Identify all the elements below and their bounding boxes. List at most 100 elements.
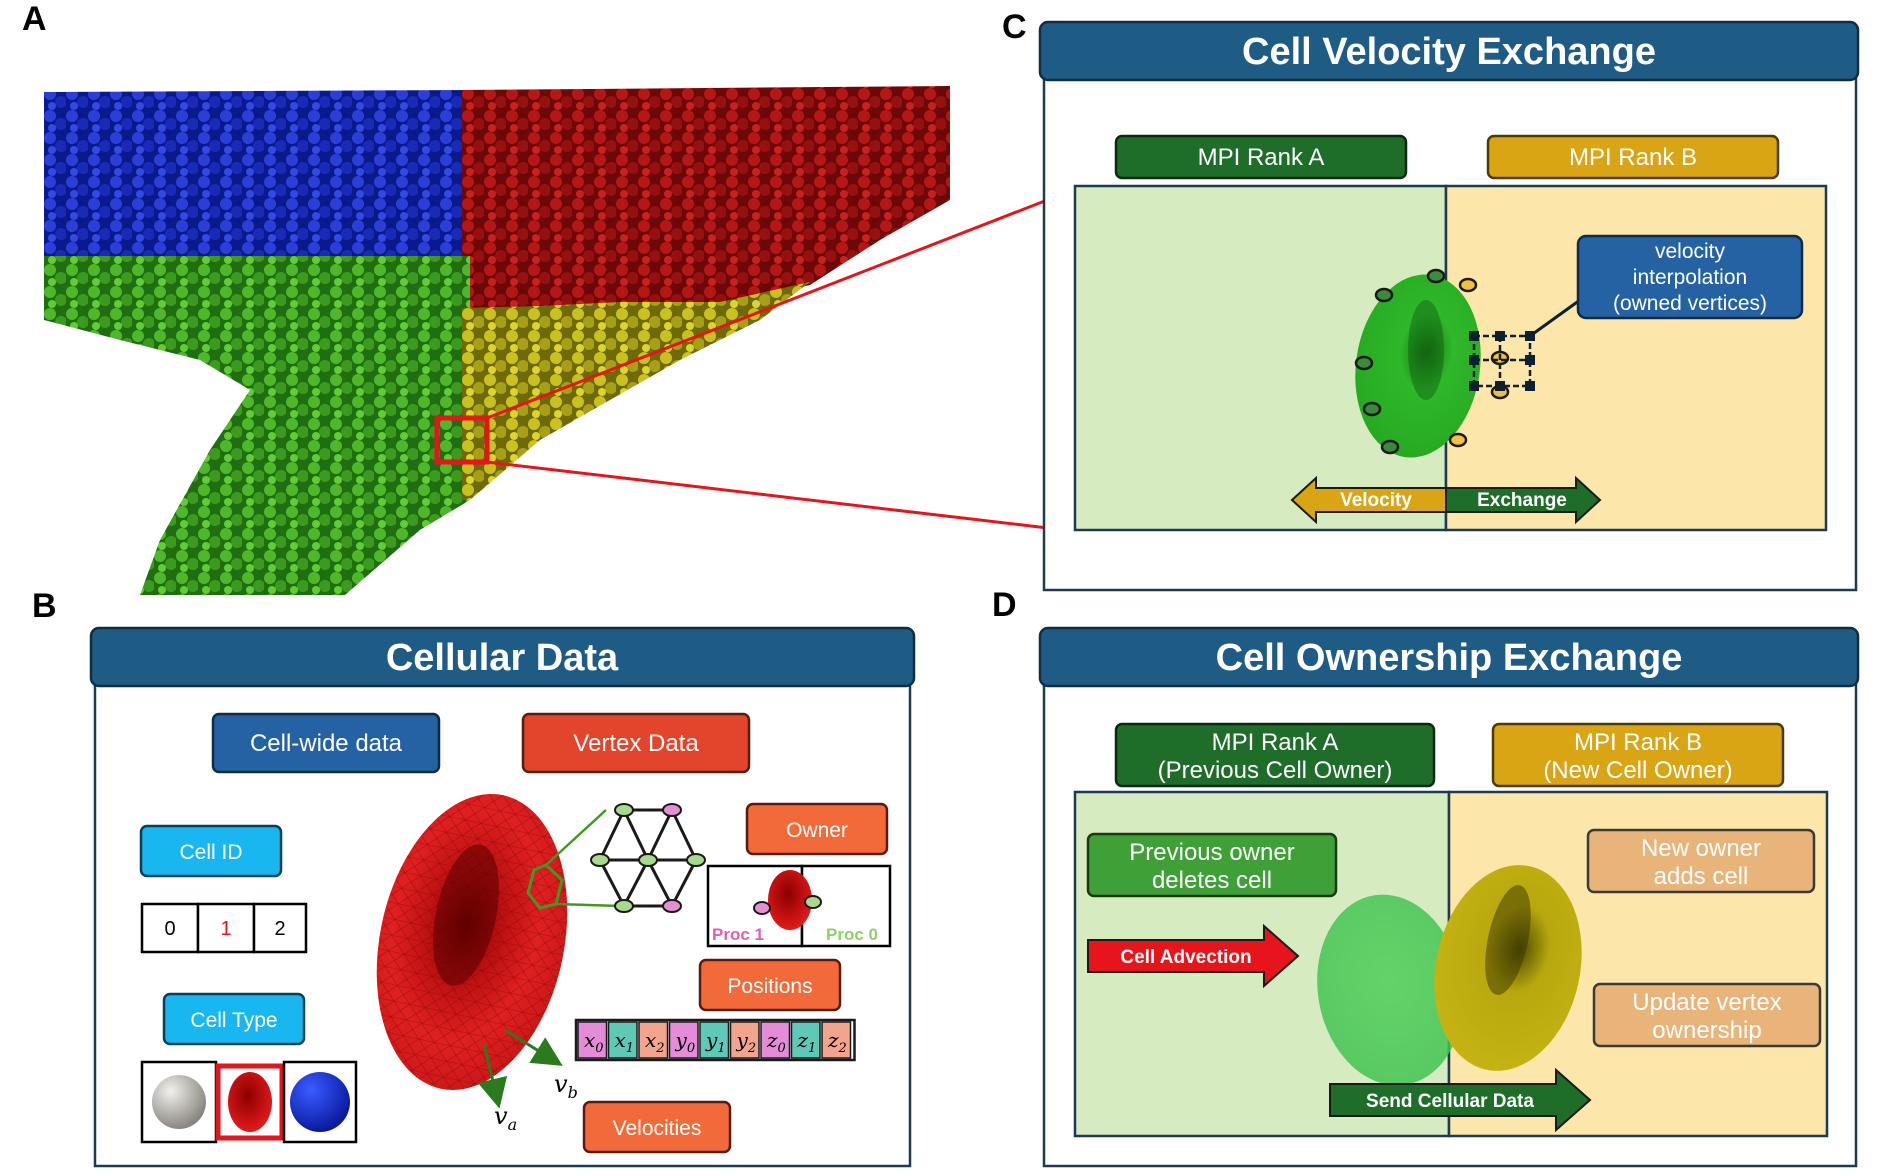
rank-b-owner-line-1: MPI Rank B (1574, 729, 1702, 756)
cell-type-box (162, 992, 306, 1046)
previous-owner-line-1: Previous owner (1129, 839, 1294, 866)
position-cell-label: x1 (615, 1028, 635, 1056)
position-cell (577, 1021, 608, 1059)
mesh-zoom-line (545, 809, 607, 866)
cell-type-label: Cell Type (190, 1009, 277, 1032)
zoom-box (434, 415, 490, 465)
rank-b-owner-header (1491, 722, 1785, 788)
position-cell (729, 1021, 760, 1059)
cell-id-cell (196, 902, 256, 954)
position-cell-label: y0 (675, 1028, 696, 1056)
faded-green-cell (1317, 894, 1463, 1086)
new-owner-line-1: New owner (1641, 835, 1761, 862)
position-cell-label: x0 (584, 1028, 604, 1056)
rank-a-owner-line-2: (Previous Cell Owner) (1158, 757, 1393, 784)
blue-sphere-icon (290, 1072, 350, 1132)
previous-owner-line-2: deletes cell (1152, 867, 1272, 894)
vessel-rendering (44, 86, 1074, 595)
velocity-b-label: vb (554, 1070, 578, 1102)
mesh-zoom-line (555, 902, 621, 908)
panel-b: B Cellular Data Cell-wide data Vertex Da… (32, 587, 916, 1168)
position-cell (607, 1021, 638, 1059)
vertex-node (590, 853, 610, 867)
position-cell (699, 1021, 730, 1059)
panel-d-title: Cell Ownership Exchange (1216, 637, 1683, 679)
velocity-arrow-b (504, 1028, 563, 1066)
previous-owner-box (1086, 832, 1338, 898)
vertex-node (662, 899, 682, 913)
cell-type-array (140, 1060, 358, 1144)
panel-a: A (22, 0, 1074, 595)
rank-b-label: MPI Rank B (1569, 144, 1697, 171)
panel-a-letter: A (22, 0, 47, 38)
new-owner-line-2: adds cell (1654, 863, 1749, 890)
gray-sphere-icon (152, 1075, 206, 1129)
position-cell (638, 1021, 669, 1059)
position-cell-label: y2 (736, 1028, 757, 1056)
cell-id-array: 0 1 2 (140, 902, 308, 954)
vertex-node (686, 853, 706, 867)
red-blood-cell-icon (228, 1072, 272, 1132)
position-cell (668, 1021, 699, 1059)
interp-line-1: velocity (1655, 240, 1726, 263)
cell-id-box (139, 824, 283, 878)
velocity-arrow-label: Velocity (1340, 490, 1412, 511)
rank-a-owner-line-1: MPI Rank A (1212, 729, 1339, 756)
vertex-node (753, 901, 771, 915)
panel-c-title: Cell Velocity Exchange (1242, 31, 1656, 73)
panel-c: C Cell Velocity Exchange MPI Rank A MPI … (1002, 8, 1860, 592)
green-cell-dimple (1408, 300, 1444, 400)
rank-a-owner-header (1114, 722, 1436, 788)
rank-b-owner-line-2: (New Cell Owner) (1543, 757, 1732, 784)
panel-d-title-bar (1038, 626, 1860, 688)
velocity-exchange-left-arrow (1290, 475, 1447, 525)
panel-c-title-bar (1038, 20, 1860, 82)
position-cell-label: z0 (766, 1028, 786, 1056)
panel-b-title-bar (89, 626, 916, 688)
velocities-label: Velocities (613, 1117, 702, 1140)
velocity-arrow-a (477, 1043, 508, 1109)
cell-advection-label: Cell Advection (1120, 947, 1251, 968)
position-cell-label: z2 (827, 1028, 847, 1056)
interp-line-3: (owned vertices) (1613, 292, 1767, 315)
positions-array-frame (574, 1018, 856, 1062)
zoom-line-top (486, 188, 1074, 420)
owner-box (745, 802, 889, 856)
send-cellular-data-arrow (1329, 1067, 1592, 1133)
red-blood-cell-mesh (376, 794, 621, 1090)
zoom-line-bottom (486, 460, 1074, 533)
small-red-cell-icon (768, 870, 812, 930)
position-cell (821, 1021, 852, 1059)
new-owner-box (1586, 828, 1816, 894)
proc-left-label: Proc 1 (712, 925, 764, 944)
interp-line-2: interpolation (1633, 266, 1747, 289)
positions-box (698, 958, 842, 1012)
vertex-data-label: Vertex Data (573, 730, 699, 757)
position-cell-label: y1 (705, 1028, 726, 1056)
mesh-patch-outline (526, 863, 564, 910)
panel-c-letter: C (1002, 8, 1027, 46)
yellow-cell-dimple (1485, 885, 1531, 995)
rank-a-header (1114, 134, 1408, 180)
cell-wide-data-label: Cell-wide data (250, 730, 403, 757)
cell-id-label: Cell ID (179, 841, 242, 864)
vertex-node (638, 853, 658, 867)
position-cell-label: z1 (797, 1028, 817, 1056)
vertex-node (614, 899, 634, 913)
owner-diagram: Proc 1 Proc 0 (706, 864, 892, 948)
vertex-data-box (521, 712, 751, 774)
owner-label: Owner (786, 819, 848, 842)
vertex-node (804, 895, 822, 909)
send-cellular-data-label: Send Cellular Data (1366, 1091, 1534, 1112)
vertex-node (662, 803, 682, 817)
panel-d-letter: D (992, 586, 1017, 624)
velocity-a-label: va (494, 1102, 517, 1134)
panel-b-title: Cellular Data (386, 637, 619, 679)
velocities-box (582, 1100, 732, 1154)
rank-a-label: MPI Rank A (1198, 144, 1325, 171)
velocity-exchange-right-arrow (1445, 475, 1602, 525)
update-vertex-line-2: ownership (1652, 1017, 1761, 1044)
position-cell (760, 1021, 791, 1059)
proc-right-label: Proc 0 (826, 925, 878, 944)
panel-d: D Cell Ownership Exchange MPI Rank A (Pr… (992, 586, 1860, 1168)
